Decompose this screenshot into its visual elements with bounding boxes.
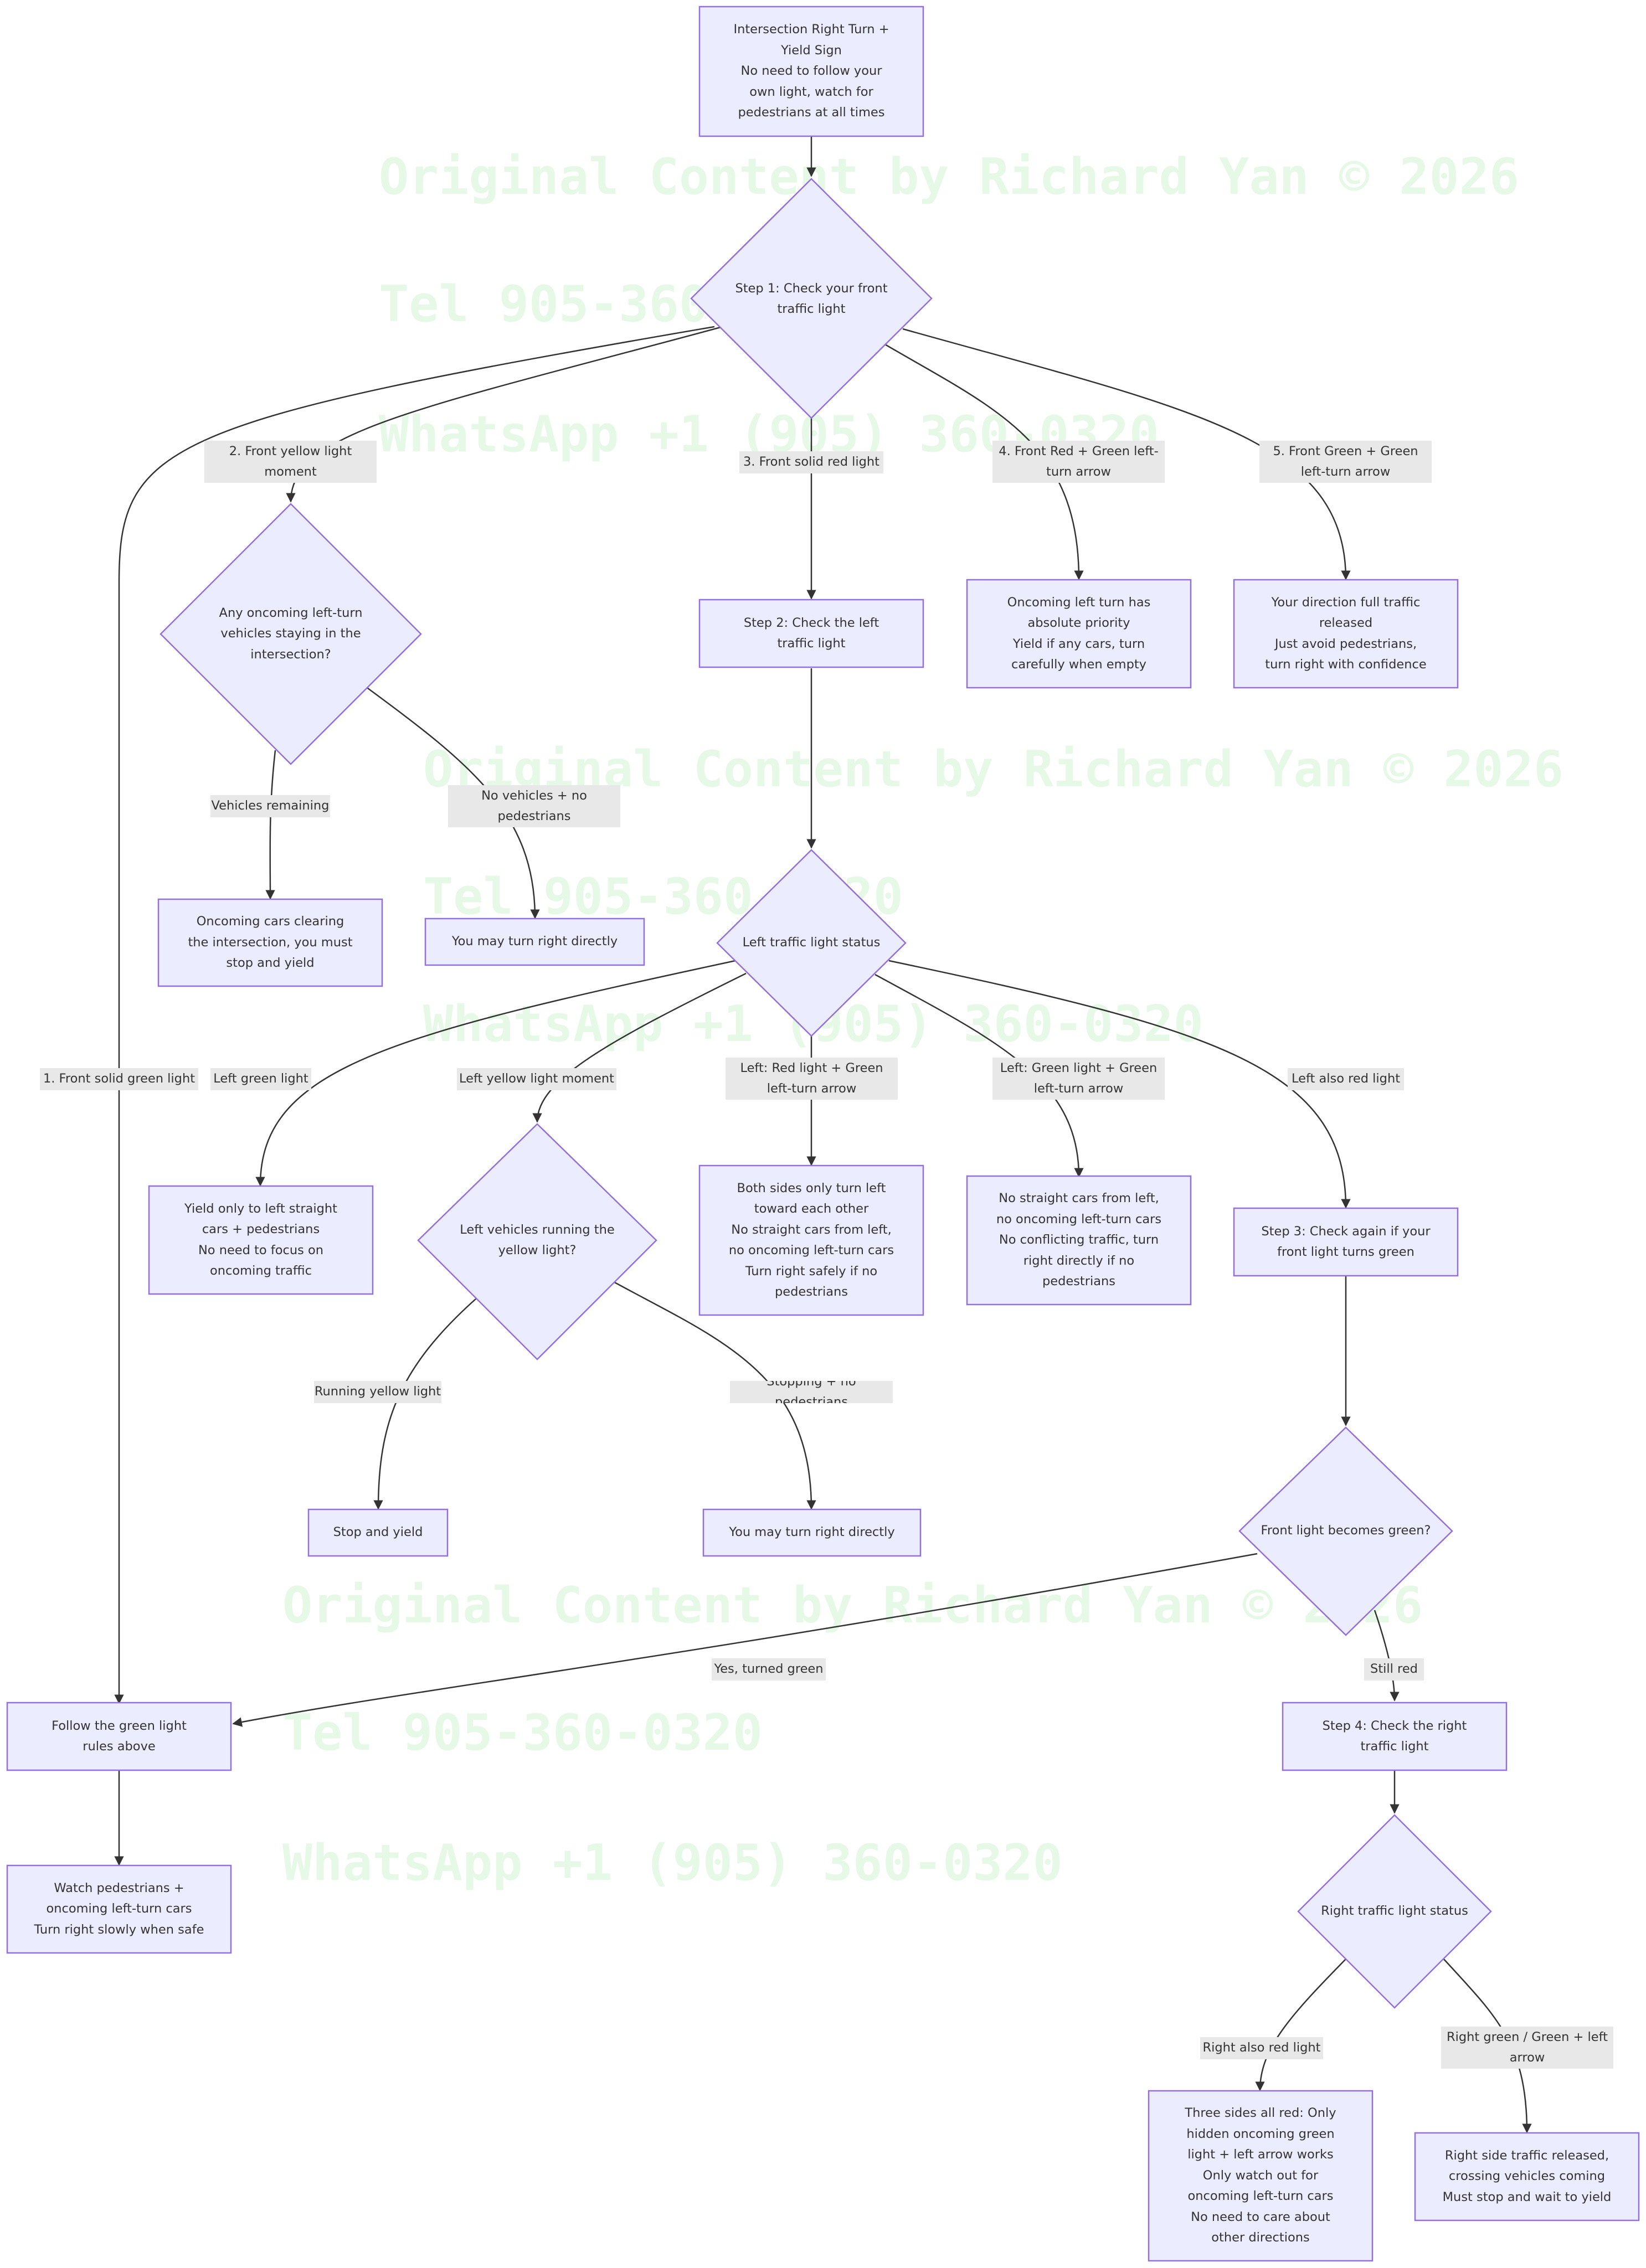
node-left-status-diamond xyxy=(716,849,907,1037)
node-yield-left-box xyxy=(148,1185,374,1295)
node-step3-box xyxy=(1233,1207,1459,1277)
node-three-red-box xyxy=(1148,2090,1374,2262)
node-step2-box xyxy=(698,599,924,668)
edge-step1-greenarrow xyxy=(902,328,1351,580)
node-may-turn-1: You may turn right directly xyxy=(451,934,618,949)
node-may-turn-1-box xyxy=(424,917,645,966)
edge-leftstatus-leftred xyxy=(888,960,1351,1209)
node-r5: Your direction full traffic released Jus… xyxy=(1265,595,1427,672)
edges xyxy=(114,136,1532,2133)
edge-label-stillred: Still red xyxy=(1364,1658,1424,1681)
node-may-turn-2-box xyxy=(702,1508,922,1557)
node-both-left-box xyxy=(698,1164,924,1316)
node-step3: Step 3: Check again if your front light … xyxy=(1261,1224,1431,1260)
node-r4-box xyxy=(966,579,1192,689)
node-step4: Step 4: Check the right traffic light xyxy=(1322,1718,1467,1754)
node-q-left-yellow-diamond xyxy=(417,1123,657,1360)
edge-step1-green xyxy=(114,326,715,1704)
edge-label-turnedgreen: Yes, turned green xyxy=(712,1658,826,1681)
node-q-front-green-diamond xyxy=(1238,1426,1453,1636)
node-step1-diamond xyxy=(690,178,933,419)
node-yield-left: Yield only to left straight cars + pedes… xyxy=(184,1201,337,1279)
node-watch-ped: Watch pedestrians + oncoming left-turn c… xyxy=(34,1880,204,1937)
edge-label-rightgreen: Right green / Green + left arrow xyxy=(1441,2027,1613,2069)
node-shapes xyxy=(6,6,1640,2262)
edge-label-leftyellow: Left yellow light moment xyxy=(457,1068,616,1090)
edge-label-yellow: 2. Front yellow light moment xyxy=(204,441,377,483)
node-yield-clear: Oncoming cars clearing the intersection,… xyxy=(188,914,353,971)
edge-label-green: 1. Front solid green light xyxy=(40,1068,198,1090)
node-follow-green-box xyxy=(6,1702,232,1771)
node-q-oncoming: Any oncoming left-turn vehicles staying … xyxy=(219,605,363,662)
edge-leftstatus-leftyellow xyxy=(532,972,747,1123)
edge-leftstatus-leftgreen xyxy=(255,960,736,1187)
watermark-line-9: WhatsApp +1 (905) 360-0320 xyxy=(282,1834,1063,1892)
node-no-straight-box xyxy=(966,1175,1192,1306)
edge-label-leftgreenarrow: Left: Green light + Green left-turn arro… xyxy=(992,1058,1165,1100)
node-three-red: Three sides all red: Only hidden oncomin… xyxy=(1185,2106,1336,2245)
node-right-status: Right traffic light status xyxy=(1321,1904,1468,1919)
decision-shapes xyxy=(160,178,1492,2009)
node-step1: Step 1: Check your front traffic light xyxy=(735,281,888,317)
edge-step1-redarrow xyxy=(884,343,1084,580)
node-q-left-yellow: Left vehicles running the yellow light? xyxy=(460,1222,615,1258)
edge-label-leftredarrow: Left: Red light + Green left-turn arrow xyxy=(726,1058,898,1100)
edge-label-rightred: Right also red light xyxy=(1200,2037,1323,2059)
edge-qfrontgreen-turnedgreen xyxy=(232,1553,1258,1727)
edge-label-greenarrow: 5. Front Green + Green left-turn arrow xyxy=(1259,441,1432,483)
node-start: Intersection Right Turn + Yield Sign No … xyxy=(733,22,889,120)
edge-qleftyellow-running xyxy=(373,1298,477,1510)
node-r4: Oncoming left turn has absolute priority… xyxy=(1007,595,1151,672)
node-right-released: Right side traffic released, crossing ve… xyxy=(1442,2148,1612,2204)
node-start-box xyxy=(698,6,924,137)
edge-labels: 1. Front solid green light 2. Front yell… xyxy=(40,441,1613,2069)
watermark: Original Content by Richard Yan © 2026 T… xyxy=(282,148,1563,1892)
node-q-oncoming-diamond xyxy=(160,503,422,765)
node-stop-yield: Stop and yield xyxy=(333,1525,423,1540)
node-labels: Intersection Right Turn + Yield Sign No … xyxy=(34,22,1612,2245)
edge-qoncoming-vehicles xyxy=(265,750,276,900)
watermark-line-7: Original Content by Richard Yan © 2026 xyxy=(282,1576,1423,1635)
edge-label-vehicles: Vehicles remaining xyxy=(210,795,330,817)
node-left-status: Left traffic light status xyxy=(742,935,881,950)
watermark-line-8: Tel 905-360-0320 xyxy=(282,1704,763,1762)
node-r5-box xyxy=(1233,579,1459,689)
edge-label-leftgreen: Left green light xyxy=(210,1068,311,1090)
node-watch-ped-box xyxy=(6,1864,232,1954)
edge-rightstatus-rightred xyxy=(1255,1957,1347,2091)
node-right-status-diamond xyxy=(1297,1814,1492,2009)
node-right-released-box xyxy=(1414,2132,1640,2221)
node-stop-yield-box xyxy=(307,1508,449,1557)
edge-label-leftred: Left also red light xyxy=(1288,1068,1404,1090)
node-q-front-green: Front light becomes green? xyxy=(1261,1523,1431,1538)
edge-label-redarrow: 4. Front Red + Green left- turn arrow xyxy=(992,441,1165,483)
edge-qleftyellow-stopping xyxy=(613,1281,816,1510)
node-yield-clear-box xyxy=(157,898,383,987)
node-may-turn-2: You may turn right directly xyxy=(729,1525,895,1540)
watermark-line-1: Original Content by Richard Yan © 2026 xyxy=(379,148,1519,206)
edge-label-red: 3. Front solid red light xyxy=(739,451,883,473)
node-step4-box xyxy=(1282,1702,1508,1771)
edge-label-novehicles: No vehicles + no pedestrians xyxy=(448,785,620,827)
node-step2: Step 2: Check the left traffic light xyxy=(743,615,879,651)
node-both-left: Both sides only turn left toward each ot… xyxy=(728,1181,894,1300)
edge-label-running: Running yellow light xyxy=(314,1381,441,1403)
edge-label-stopping: Stopping + no pedestrians xyxy=(730,1381,893,1403)
node-follow-green: Follow the green light rules above xyxy=(52,1718,187,1754)
node-no-straight: No straight cars from left, no oncoming … xyxy=(996,1191,1162,1289)
